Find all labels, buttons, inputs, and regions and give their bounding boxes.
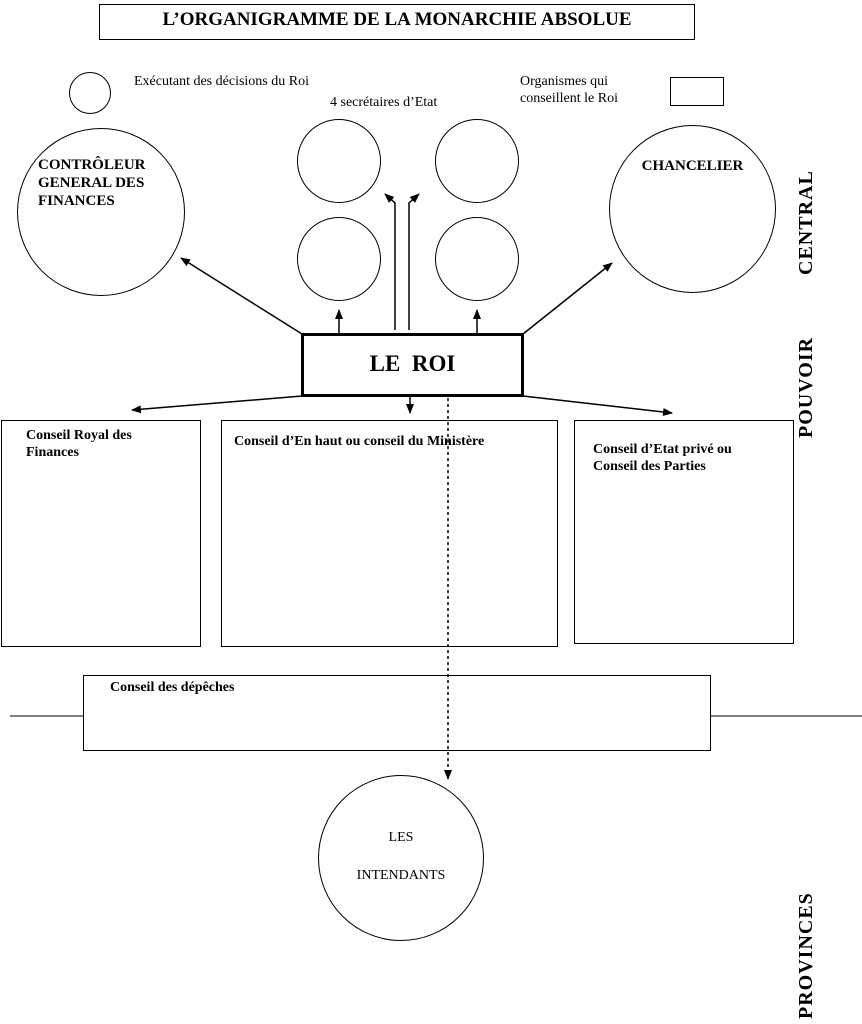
chancelier-label: CHANCELIER bbox=[641, 158, 744, 174]
secretaire-circle-2 bbox=[435, 119, 519, 203]
page-title: L’ORGANIGRAMME DE LA MONARCHIE ABSOLUE bbox=[162, 9, 632, 30]
conseil-prive-label: Conseil d’Etat privé ou Conseil des Part… bbox=[593, 442, 732, 474]
conseil-depeches-label: Conseil des dépêches bbox=[110, 680, 235, 695]
legend-box-text: Organismes qui conseillent le Roi bbox=[520, 74, 618, 106]
legend-box-icon bbox=[670, 77, 724, 106]
conseil-prive-box bbox=[574, 420, 794, 644]
conseil-en-haut-label: Conseil d’En haut ou conseil du Ministèr… bbox=[234, 434, 485, 449]
conseil-depeches-box bbox=[83, 675, 711, 751]
arrow-to-conseil-prive bbox=[522, 395, 673, 416]
intendants-label-line1: LES bbox=[388, 830, 414, 845]
arrow-to-controleur bbox=[180, 257, 303, 335]
legend-circle-text: Exécutant des décisions du Roi bbox=[134, 74, 309, 89]
conseil-finances-box bbox=[1, 420, 201, 647]
chancelier-circle bbox=[609, 125, 776, 293]
controleur-circle bbox=[17, 128, 185, 296]
arrow-to-secretaire-1 bbox=[384, 193, 396, 330]
intendants-circle bbox=[318, 775, 484, 941]
side-label-provinces: PROVINCES bbox=[795, 892, 817, 1019]
conseil-en-haut-box bbox=[221, 420, 558, 647]
secretaire-circle-4 bbox=[435, 217, 519, 301]
side-label-central: CENTRAL bbox=[795, 170, 817, 275]
legend-circle-icon bbox=[69, 72, 111, 114]
conseil-finances-label: Conseil Royal des Finances bbox=[26, 428, 132, 460]
arrow-to-secretaire-2 bbox=[408, 193, 420, 330]
arrow-to-conseil-finances bbox=[131, 395, 303, 414]
side-label-pouvoir: POUVOIR bbox=[795, 336, 817, 439]
intendants-label-line2: INTENDANTS bbox=[356, 868, 446, 883]
secretaire-circle-1 bbox=[297, 119, 381, 203]
page-title-box bbox=[99, 4, 695, 40]
arrow-to-chancelier bbox=[522, 262, 613, 335]
controleur-label: CONTRÔLEUR GENERAL DES FINANCES bbox=[38, 157, 146, 209]
roi-box bbox=[301, 333, 524, 397]
roi-label: LE ROI bbox=[369, 351, 456, 376]
secretaires-label: 4 secrétaires d’Etat bbox=[330, 95, 438, 110]
secretaire-circle-3 bbox=[297, 217, 381, 301]
